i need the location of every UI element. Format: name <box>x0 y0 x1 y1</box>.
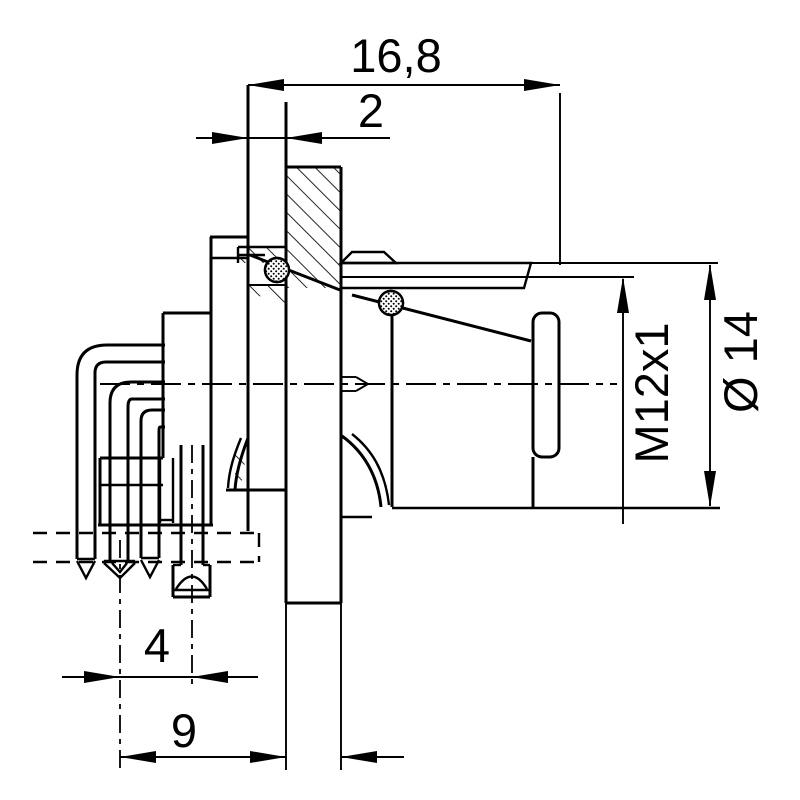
arrowhead-pin-to-panel-left <box>120 751 156 763</box>
dimension-pin-spacing: 4 <box>62 619 258 683</box>
thread-section <box>338 250 634 290</box>
front-lip-hatch-area <box>248 285 286 303</box>
pin-1-inner <box>93 360 165 559</box>
rear-bulb-curve-inner <box>351 433 391 506</box>
panel-plate <box>246 85 288 603</box>
flange-hatch-area <box>286 167 341 288</box>
pin-2-outer <box>108 380 165 561</box>
solder-pins <box>75 343 165 581</box>
pin-3 <box>139 408 165 580</box>
arrowhead-flange-outside <box>341 751 377 763</box>
pcb-phantom-lines <box>33 531 263 564</box>
centerlines <box>100 383 617 770</box>
dimension-overall-length: 16,8 <box>248 29 560 91</box>
rear-body <box>249 253 720 519</box>
pin-1-outer <box>75 343 165 559</box>
front-housing <box>98 235 286 527</box>
mounting-flange <box>286 165 343 605</box>
locating-post <box>171 445 212 599</box>
arrowhead-pin-spacing-left <box>84 671 120 683</box>
dim-label-overall-length: 16,8 <box>350 29 441 82</box>
dim-label-thread: M12x1 <box>625 322 678 463</box>
thread-chamfer <box>338 250 400 265</box>
rear-end-cap <box>531 311 561 459</box>
arrowhead-overall-left <box>248 79 284 91</box>
extension-lines <box>285 93 718 770</box>
pin-1 <box>75 343 165 581</box>
front-taper-curve-inner <box>226 437 243 489</box>
dimension-panel-thickness: 2 <box>196 84 390 144</box>
pin-2-tip <box>111 562 128 574</box>
dim-label-diameter: Ø 14 <box>714 311 767 413</box>
arrowhead-diameter-top <box>704 264 716 300</box>
dim-label-panel-thickness: 2 <box>358 84 384 137</box>
arrowhead-pin-to-panel-right <box>250 751 286 763</box>
arrowhead-panel-left <box>212 132 248 144</box>
dim-label-pin-spacing: 4 <box>144 619 170 672</box>
o-rings <box>263 256 405 317</box>
dimension-diameter: Ø 14 <box>704 264 767 507</box>
pin-3-outer <box>139 408 165 558</box>
flange-section-hatch <box>235 167 341 486</box>
cone-slant-front <box>249 253 341 292</box>
dimension-pin-to-panel: 9 <box>120 704 404 763</box>
rear-o-ring <box>377 289 405 317</box>
thread-hatch-strip <box>339 261 533 290</box>
dim-label-pin-to-panel: 9 <box>171 704 197 757</box>
arrowhead-pin-spacing-right <box>192 671 228 683</box>
pin-1-tip <box>75 560 97 581</box>
arrowhead-panel-right <box>286 132 322 144</box>
pin-3-inner <box>157 425 165 558</box>
arrowhead-thread-up <box>617 277 629 313</box>
front-taper-curve-outer <box>233 437 250 491</box>
pin-2-inner <box>126 397 165 561</box>
arrowhead-overall-right <box>524 79 560 91</box>
pin-3-tip <box>139 559 161 580</box>
rear-bulb-curve-outer <box>341 434 383 508</box>
dimension-thread: M12x1 <box>617 277 678 524</box>
arrowhead-diameter-bottom <box>704 471 716 507</box>
front-o-ring <box>263 256 291 284</box>
